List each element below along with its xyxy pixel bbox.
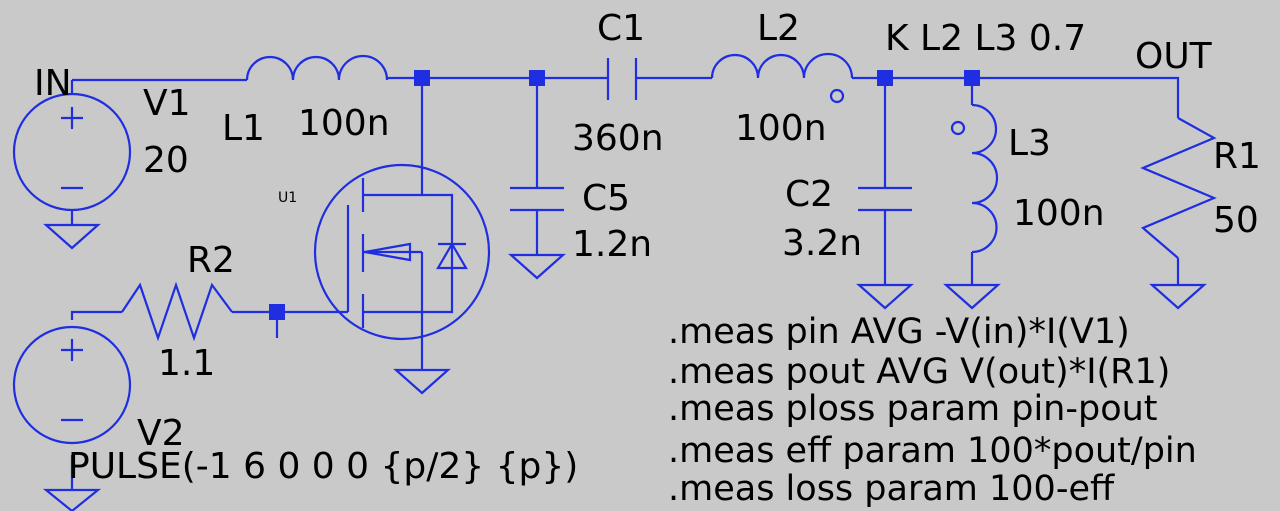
net-label-in: IN xyxy=(34,63,72,104)
directive-line: .meas loss param 100-eff xyxy=(668,469,1115,509)
v2-value-label: PULSE(-1 6 0 0 0 {p/2} {p}) xyxy=(68,446,578,487)
ground-icon-c5 xyxy=(508,253,566,280)
coupling-directive: K L2 L3 0.7 xyxy=(885,18,1086,59)
ground-icon-l3 xyxy=(943,283,1001,310)
r2-name-label: R2 xyxy=(187,240,235,281)
ground-icon-u1 xyxy=(393,368,451,395)
l3-dot-marker xyxy=(950,120,966,136)
wire-v2-r2 xyxy=(70,310,122,320)
u1-name-label: U1 xyxy=(278,190,297,206)
l1-inductor-symbol xyxy=(245,54,389,81)
c5-name-label: C5 xyxy=(582,178,630,219)
directive-line: .meas pin AVG -V(in)*I(V1) xyxy=(668,312,1130,352)
c2-value-label: 3.2n xyxy=(782,223,862,264)
directive-line: .meas pout AVG V(out)*I(R1) xyxy=(668,352,1170,392)
directive-line: .meas eff param 100*pout/pin xyxy=(668,431,1197,471)
l2-value-label: 100n xyxy=(735,108,827,149)
r2-resistor-symbol xyxy=(121,281,233,342)
junctions xyxy=(269,70,980,320)
junction-node1 xyxy=(414,70,430,86)
ground-icon-v1 xyxy=(43,223,101,250)
c1-value-label: 360n xyxy=(572,118,664,159)
ground-icon-c2 xyxy=(856,283,914,310)
u1-mosfet-symbol xyxy=(313,163,491,370)
v1-value-label: 20 xyxy=(143,140,189,181)
wire-l2-out xyxy=(852,76,1180,118)
ground-icon-r1 xyxy=(1149,283,1207,310)
c1-name-label: C1 xyxy=(597,8,645,49)
directive-line: .meas ploss param pin-pout xyxy=(668,389,1158,429)
l1-name-label: L1 xyxy=(222,108,265,149)
c5-capacitor-symbol xyxy=(510,186,564,212)
c5-value-label: 1.2n xyxy=(572,224,652,265)
junction-out xyxy=(964,70,980,86)
v1-source-symbol xyxy=(12,92,132,212)
v2-name-label: V2 xyxy=(137,413,185,454)
v2-source-symbol xyxy=(12,325,132,445)
junction-node2 xyxy=(529,70,545,86)
junction-node3 xyxy=(877,70,893,86)
c1-capacitor-symbol xyxy=(606,58,638,100)
net-label-out: OUT xyxy=(1135,36,1213,77)
l1-value-label: 100n xyxy=(298,103,390,144)
r1-resistor-symbol xyxy=(1140,117,1217,259)
spice-directives: .meas pin AVG -V(in)*I(V1) .meas pout AV… xyxy=(668,312,1197,509)
l3-value-label: 100n xyxy=(1013,193,1105,234)
r1-value-label: 50 xyxy=(1213,200,1259,241)
v1-name-label: V1 xyxy=(143,83,191,124)
c2-name-label: C2 xyxy=(785,174,833,215)
c2-capacitor-symbol xyxy=(858,186,912,212)
l3-inductor-symbol xyxy=(971,103,999,254)
l3-name-label: L3 xyxy=(1008,123,1051,164)
r1-name-label: R1 xyxy=(1213,136,1261,177)
l2-name-label: L2 xyxy=(757,8,800,49)
l2-dot-marker xyxy=(829,88,845,104)
ground-icon-v2 xyxy=(42,488,102,511)
junction-gate xyxy=(269,304,285,320)
r2-value-label: 1.1 xyxy=(158,343,215,384)
l2-inductor-symbol xyxy=(710,52,854,79)
